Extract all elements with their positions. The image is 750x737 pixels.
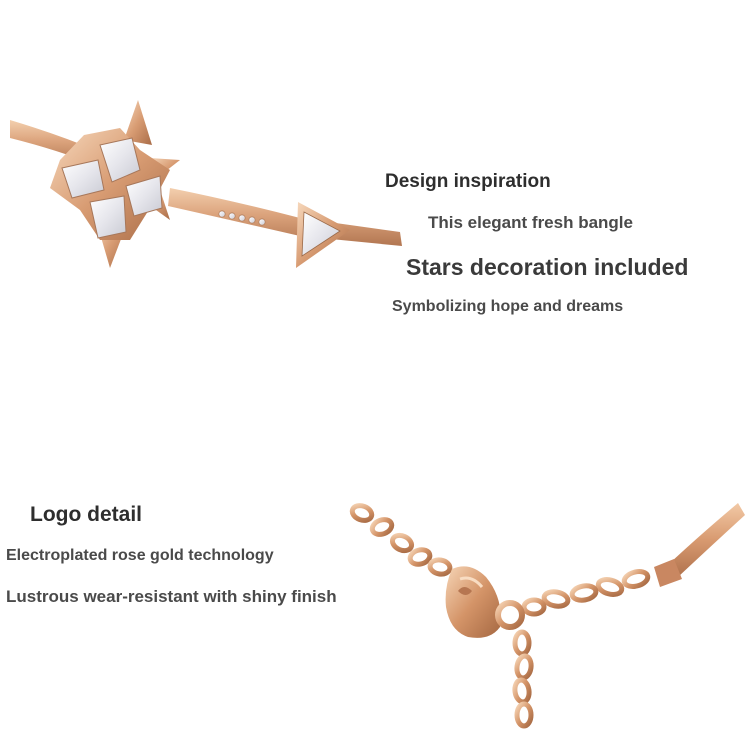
logo-description-line-1: Electroplated rose gold technology <box>6 547 274 564</box>
logo-detail-title: Logo detail <box>30 503 142 526</box>
logo-description-line-2: Lustrous wear-resistant with shiny finis… <box>6 587 337 606</box>
bangle-star-photo <box>10 100 402 268</box>
clasp-chain-photo <box>349 503 745 729</box>
design-inspiration-title: Design inspiration <box>385 171 551 192</box>
design-description-line-1: This elegant fresh bangle <box>428 213 633 232</box>
design-description-line-2: Stars decoration included <box>406 254 689 280</box>
design-description-line-3: Symbolizing hope and dreams <box>392 298 624 315</box>
